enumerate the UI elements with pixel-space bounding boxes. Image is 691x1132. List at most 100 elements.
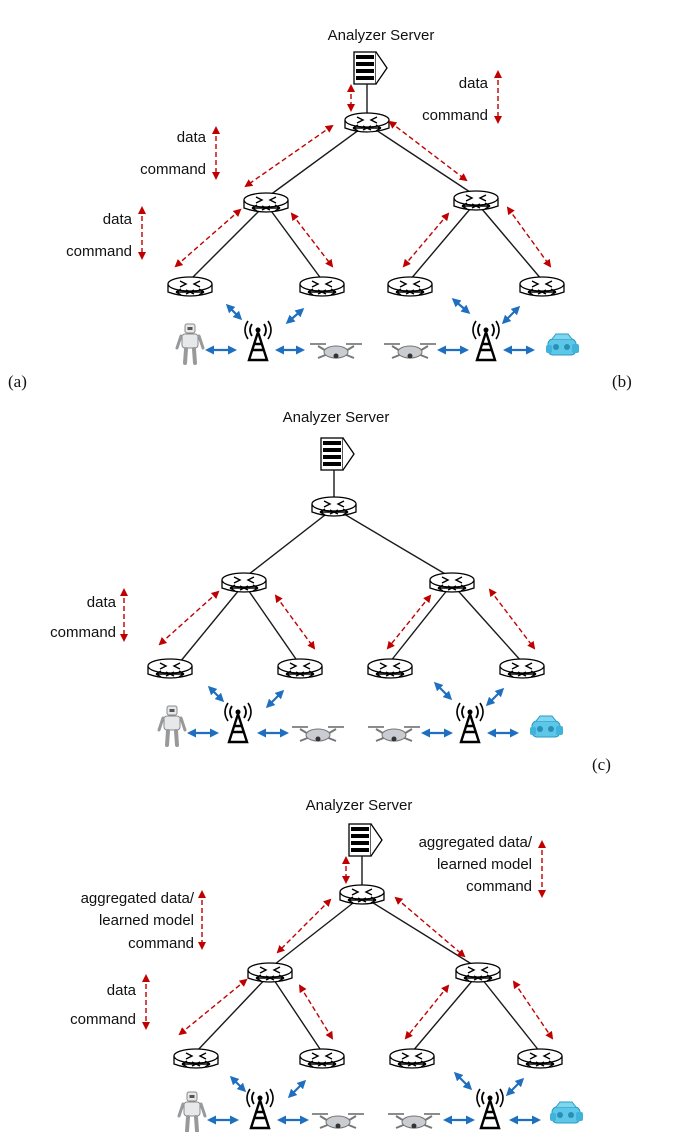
data-command-arrow [244, 124, 334, 188]
server-icon [353, 51, 388, 85]
wireless-arrow [433, 681, 453, 701]
drone-icon [309, 343, 363, 360]
data-command-arrow [402, 212, 450, 268]
underwater-robot-icon [529, 715, 564, 738]
link [189, 203, 267, 281]
router-icon [147, 658, 193, 679]
router-icon [173, 1048, 219, 1069]
data-command-arrow [394, 896, 466, 958]
link [477, 973, 541, 1053]
link [179, 583, 245, 663]
router-icon [389, 1048, 435, 1069]
label-line: command [66, 243, 132, 260]
router-icon [243, 192, 289, 213]
router-icon [429, 572, 475, 593]
data-command-arrow [488, 588, 536, 650]
data-command-arrow [290, 212, 334, 268]
wireless-arrow [285, 308, 305, 324]
router-icon [455, 962, 501, 983]
subfigure-label: (c) [592, 755, 611, 774]
drone-icon [291, 726, 345, 743]
data-command-arrow [158, 590, 220, 646]
label-line: data [459, 75, 489, 92]
server-label: Analyzer Server [328, 27, 435, 44]
router-icon [247, 962, 293, 983]
data-command-arrow [388, 120, 468, 182]
subfigure-label: (a) [8, 372, 27, 391]
server-icon [320, 437, 355, 471]
data-command-arrow [512, 980, 554, 1040]
router-icon [519, 276, 565, 297]
router-icon [499, 658, 545, 679]
link [366, 123, 477, 197]
data-command-arrow [276, 898, 332, 954]
label-line: command [466, 878, 532, 895]
router-icon [517, 1048, 563, 1069]
underwater-robot-icon [545, 333, 580, 356]
drone-icon [311, 1113, 365, 1130]
wireless-arrow [453, 1071, 473, 1091]
data-command-arrow [386, 594, 432, 650]
wireless-arrow [225, 303, 243, 321]
router-icon [453, 190, 499, 211]
link [411, 973, 479, 1053]
server-icon [348, 823, 383, 857]
label-line: data [103, 211, 133, 228]
label-line: command [70, 1011, 136, 1028]
router-icon [367, 658, 413, 679]
link [269, 895, 363, 969]
link [333, 507, 453, 579]
router-icon [299, 276, 345, 297]
link [389, 583, 453, 663]
cell-tower-icon [223, 701, 253, 744]
wireless-arrow [207, 685, 225, 703]
router-icon [311, 496, 357, 517]
cell-tower-icon [471, 319, 501, 362]
subfigure-label: (b) [612, 372, 632, 391]
link [243, 583, 299, 663]
link [269, 973, 323, 1053]
wireless-arrow [229, 1075, 247, 1093]
data-command-arrow [274, 594, 316, 650]
robot-icon [157, 704, 187, 747]
label-line: aggregated data/ [419, 834, 533, 851]
cell-tower-icon [243, 319, 273, 362]
drone-icon [383, 343, 437, 360]
link [243, 507, 335, 579]
link [361, 895, 479, 969]
link [265, 123, 368, 199]
panel-d: Analyzer Server aggregated data/ learned… [70, 797, 584, 1132]
label-line: aggregated data/ [81, 890, 195, 907]
server-label: Analyzer Server [283, 409, 390, 426]
label-line: learned model [99, 912, 194, 929]
data-command-arrow [174, 208, 242, 268]
cell-tower-icon [245, 1087, 275, 1130]
panel-c: Analyzer Server data command [50, 409, 611, 774]
wireless-arrow [505, 1077, 525, 1097]
link [195, 973, 271, 1053]
router-icon [167, 276, 213, 297]
router-icon [299, 1048, 345, 1069]
label-line: data [177, 129, 207, 146]
label-line: command [422, 107, 488, 124]
cell-tower-icon [475, 1087, 505, 1130]
data-command-arrow [404, 984, 450, 1040]
wireless-arrow [485, 687, 505, 707]
router-icon [221, 572, 267, 593]
wireless-arrow [265, 689, 285, 709]
wireless-arrow [451, 298, 471, 314]
panel-a: Analyzer Server data command data [8, 27, 632, 391]
data-command-arrow [298, 984, 334, 1040]
label-line: command [128, 935, 194, 952]
wireless-arrow [287, 1079, 307, 1099]
label-line: command [140, 161, 206, 178]
server-label: Analyzer Server [306, 797, 413, 814]
drone-icon [387, 1113, 441, 1130]
robot-icon [175, 322, 205, 365]
router-icon [339, 884, 385, 905]
wireless-arrow [501, 305, 521, 325]
robot-icon [177, 1090, 207, 1132]
cell-tower-icon [455, 701, 485, 744]
underwater-robot-icon [549, 1101, 584, 1124]
